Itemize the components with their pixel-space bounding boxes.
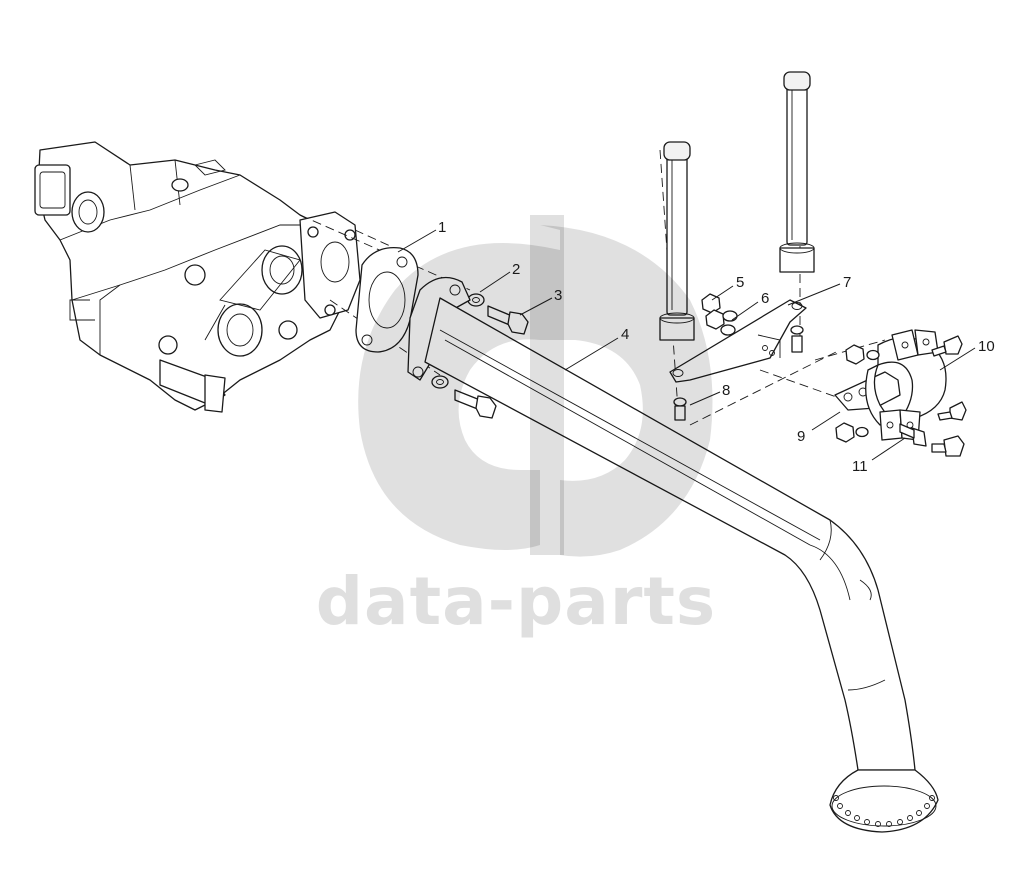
- watermark-text: data-parts: [316, 563, 716, 640]
- engine-housing: [34, 141, 361, 413]
- callout-7: 7: [843, 274, 851, 291]
- clamp-bolt-3: [899, 423, 927, 447]
- clamp-nut-upper: [845, 344, 880, 365]
- clamp-bolt-2: [937, 401, 967, 421]
- watermark-logo: [358, 215, 713, 557]
- callout-3: 3: [554, 287, 562, 304]
- callout-6: 6: [761, 290, 769, 307]
- bolt-lower: [454, 389, 497, 419]
- callout-9: 9: [797, 428, 805, 445]
- watermark: data-parts: [316, 215, 716, 640]
- support-bracket: [669, 299, 807, 383]
- callout-11: 11: [852, 458, 868, 475]
- washer-lower: [431, 375, 449, 389]
- bracket-bolt-left: [673, 397, 687, 421]
- gasket-part: [355, 246, 419, 353]
- callout-labels: 1 2 3 4 5 6 7 8 9 10 11: [438, 219, 995, 475]
- pipe-end-perforations: [833, 795, 935, 827]
- callout-1: 1: [438, 219, 446, 236]
- bolt-upper: [487, 305, 529, 335]
- stud-left: [659, 141, 695, 341]
- clamp-bolt-4: [931, 435, 965, 457]
- callout-4: 4: [621, 326, 629, 343]
- callout-10: 10: [978, 338, 995, 355]
- callout-2: 2: [512, 261, 520, 278]
- callout-8: 8: [722, 382, 730, 399]
- nut-upper: [701, 293, 725, 330]
- callout-leaders: [397, 229, 976, 461]
- exhaust-pipe: [407, 276, 939, 833]
- callout-5: 5: [736, 274, 744, 291]
- clamp-nut-lower: [835, 422, 869, 443]
- bracket-bolt-right: [790, 325, 804, 353]
- clamp-bolt-1: [931, 335, 963, 357]
- stud-right: [779, 71, 815, 273]
